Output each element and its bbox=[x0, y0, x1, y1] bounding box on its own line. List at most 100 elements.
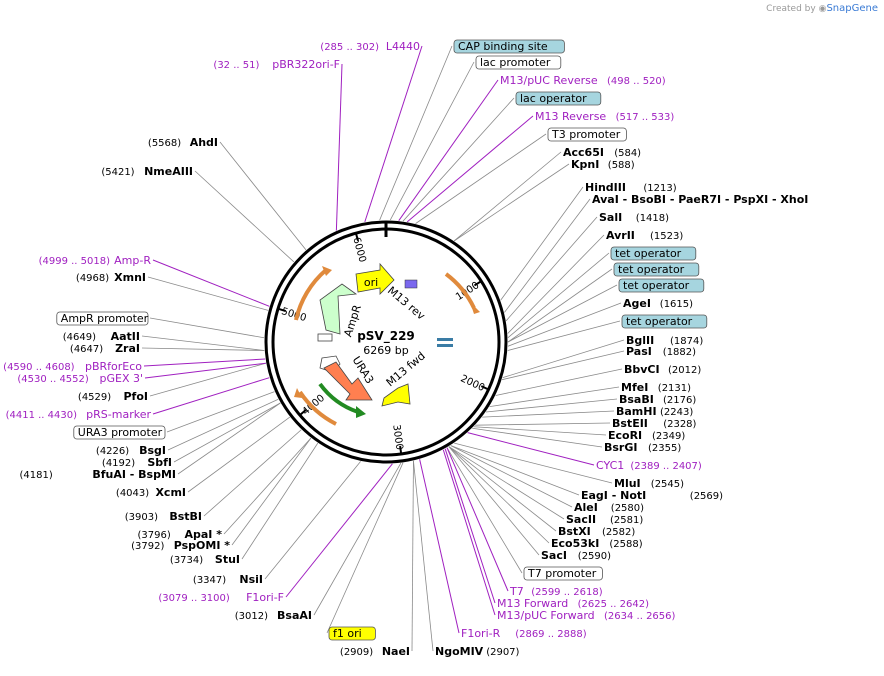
primer-position: (2599 .. 2618) bbox=[531, 587, 603, 598]
label-primer: pRS-marker(4411 .. 4430) bbox=[6, 408, 152, 421]
label-primer: T7(2599 .. 2618) bbox=[509, 585, 603, 598]
site-position: (2588) bbox=[609, 539, 642, 550]
leader-line bbox=[141, 335, 265, 351]
label-box: tet operator bbox=[613, 262, 700, 277]
feature-box bbox=[515, 91, 602, 106]
label-site: BstBI(3903) bbox=[125, 510, 202, 523]
site-name: AvaI - BsoBI - PaeR7I - PspXI - XhoI bbox=[592, 193, 808, 206]
site-position: (4647) bbox=[70, 344, 103, 355]
plasmid-size: 6269 bp bbox=[363, 344, 408, 357]
leader-line bbox=[231, 437, 312, 546]
site-name: AvrII bbox=[606, 229, 635, 242]
tick-mark bbox=[480, 385, 489, 391]
ura3-feature bbox=[323, 361, 373, 401]
leader-line bbox=[489, 386, 620, 408]
small-feature-a bbox=[317, 333, 333, 342]
leader-line bbox=[402, 97, 515, 222]
label-site: BsaBI(2176) bbox=[619, 393, 696, 406]
site-position: (2243) bbox=[660, 407, 693, 418]
label-site: ApaI *(3796) bbox=[138, 528, 223, 541]
feature-box-label: CAP binding site bbox=[458, 40, 548, 53]
label-site: BsgI(4226) bbox=[96, 444, 166, 457]
site-position: (3796) bbox=[138, 530, 171, 541]
site-name: BglII bbox=[626, 334, 654, 347]
m13rev-feature-label: M13 rev bbox=[385, 284, 428, 323]
primer-position: (4530 .. 4552) bbox=[17, 374, 89, 385]
site-name: Acc65I bbox=[563, 146, 604, 159]
leader-line bbox=[448, 446, 550, 544]
site-position: (4649) bbox=[63, 332, 96, 343]
leader-line bbox=[504, 198, 591, 313]
credit-brand: SnapGene bbox=[826, 3, 878, 14]
leader-line bbox=[364, 45, 423, 223]
site-name: SacII bbox=[566, 513, 596, 526]
site-name: SbfI bbox=[147, 456, 172, 469]
leader-line bbox=[507, 252, 610, 339]
leader-line bbox=[475, 422, 611, 426]
label-box: CAP binding site bbox=[453, 39, 565, 54]
feature-box bbox=[73, 425, 166, 440]
leader-line bbox=[448, 446, 540, 556]
feature-box bbox=[547, 127, 627, 142]
label-primer: F1ori-R(2869 .. 2888) bbox=[461, 627, 587, 640]
leader-line bbox=[141, 347, 265, 351]
feature-box-label: tet operator bbox=[615, 247, 682, 260]
label-site: AatII(4649) bbox=[63, 330, 140, 343]
leader-line bbox=[507, 302, 622, 347]
primer-name: pRS-marker bbox=[86, 408, 151, 421]
leader-line bbox=[285, 463, 393, 598]
tet-op-marker bbox=[437, 338, 453, 341]
label-site: PfoI(4529) bbox=[78, 390, 148, 403]
label-site: BbvCI(2012) bbox=[624, 363, 701, 376]
site-name: SalI bbox=[599, 211, 622, 224]
feature-box-label: tet operator bbox=[618, 263, 685, 276]
tick-mark bbox=[277, 307, 286, 313]
leader-line bbox=[467, 432, 595, 466]
leader-line bbox=[415, 133, 547, 224]
site-position: (2131) bbox=[658, 383, 691, 394]
site-position: (2355) bbox=[648, 443, 681, 454]
primer-name: pBR322ori-F bbox=[272, 58, 340, 71]
site-position: (4226) bbox=[96, 446, 129, 457]
feature-box-label: URA3 promoter bbox=[78, 426, 163, 439]
m13fwd-feature bbox=[381, 383, 411, 407]
leader-line bbox=[335, 63, 343, 231]
primer-position: (285 .. 302) bbox=[320, 42, 379, 53]
primer-name: L4440 bbox=[386, 40, 420, 53]
site-position: (3792) bbox=[131, 541, 164, 552]
leader-line bbox=[398, 79, 499, 221]
label-box: T3 promoter bbox=[547, 127, 627, 142]
label-primer: M13/pUC Reverse(498 .. 520) bbox=[500, 74, 666, 87]
tick-label: 2000 bbox=[459, 373, 487, 394]
leader-line bbox=[194, 170, 295, 263]
m13rev-marker bbox=[404, 279, 418, 289]
site-name: BsrGI bbox=[604, 441, 637, 454]
primer-name: pBRforEco bbox=[85, 360, 142, 373]
leader-line bbox=[149, 362, 266, 397]
green-arc-arrow bbox=[356, 406, 366, 418]
feature-box bbox=[618, 278, 705, 293]
leader-line bbox=[472, 427, 603, 448]
leader-line bbox=[413, 460, 434, 652]
site-position: (588) bbox=[608, 160, 635, 171]
site-position: (584) bbox=[614, 148, 641, 159]
leader-line bbox=[147, 276, 269, 311]
label-site: PspOMI * (3792) bbox=[131, 539, 230, 552]
leader-line bbox=[326, 462, 404, 634]
site-name: BstXI bbox=[558, 525, 591, 538]
site-position: (2328) bbox=[663, 419, 696, 430]
label-site: NgoMIV(2907) bbox=[435, 645, 520, 658]
tick-mark bbox=[354, 232, 359, 242]
leader-line bbox=[495, 368, 623, 396]
site-name: KpnI bbox=[571, 158, 599, 171]
leader-line bbox=[144, 362, 266, 379]
leader-line bbox=[173, 402, 281, 463]
leader-line bbox=[149, 317, 265, 339]
primer-position: (3079 .. 3100) bbox=[158, 593, 230, 604]
site-name: NaeI bbox=[382, 645, 410, 658]
tet-op-marker bbox=[437, 344, 453, 347]
feature-box bbox=[56, 311, 149, 326]
site-name: PspOMI * bbox=[174, 539, 231, 552]
site-name: BsaBI bbox=[619, 393, 654, 406]
